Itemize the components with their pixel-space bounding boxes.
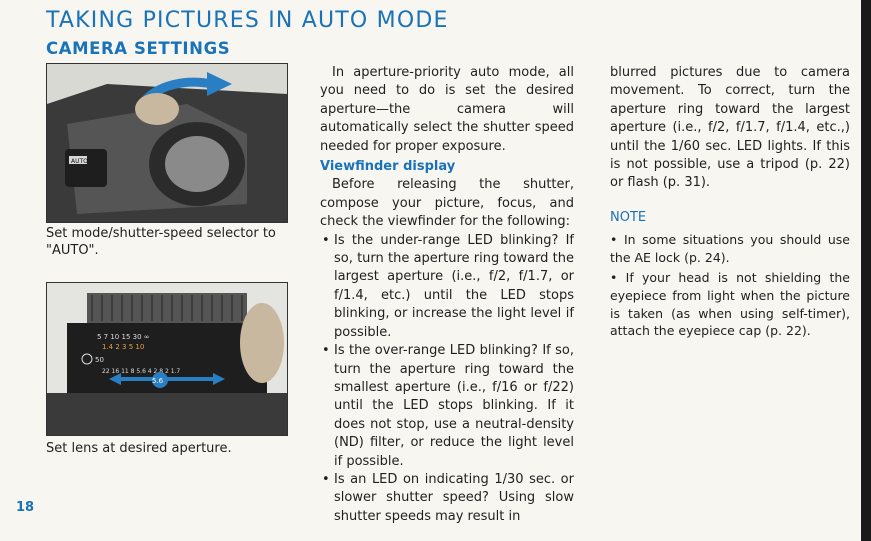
list-item: Is the under-range LED blinking? If so, …	[320, 232, 574, 342]
intro-paragraph: In aperture-priority auto mode, all you …	[320, 65, 574, 154]
lens-aperture-photo: 5 7 10 15 30 ∞ 1.4 2 3 5 10 50 22 16 11 …	[46, 282, 288, 436]
list-item: Is an LED on indicating 1/30 sec. or slo…	[320, 471, 574, 526]
note-item: • If your head is not shielding the eyep…	[610, 270, 850, 339]
viewfinder-checklist: Is the under-range LED blinking? If so, …	[320, 232, 574, 527]
selected-aperture: 5.6	[152, 377, 164, 385]
distance-scale: 5 7 10 15 30 ∞	[97, 333, 150, 341]
page-number: 18	[16, 500, 35, 515]
list-item: Is the over-range LED blinking? If so, t…	[320, 342, 574, 471]
section-subtitle: CAMERA SETTINGS	[46, 39, 231, 58]
camera-top-photo: AUTO	[46, 63, 288, 223]
viewfinder-heading: Viewfinder display	[320, 159, 456, 175]
distance-scale-ft: 1.4 2 3 5 10	[102, 343, 144, 351]
auto-tab-label: AUTO	[71, 158, 88, 165]
aperture-scale: 22 16 11 8 5.6 4 2.8 2 1.7	[102, 368, 180, 375]
note-block: NOTE • In some situations you should use…	[610, 209, 850, 340]
figure-caption-1: Set mode/shutter-speed selector to "AUTO…	[46, 226, 276, 258]
continued-text-column: blurred pictures due to camera movement.…	[610, 64, 850, 343]
continued-paragraph: blurred pictures due to camera movement.…	[610, 65, 850, 191]
viewfinder-lead: Before releasing the shutter, compose yo…	[320, 177, 574, 230]
note-item: • In some situations you should use the …	[610, 232, 850, 265]
note-heading: NOTE	[610, 209, 647, 225]
page-title: TAKING PICTURES IN AUTO MODE	[46, 8, 449, 33]
page-edge	[861, 0, 871, 541]
main-text-column: In aperture-priority auto mode, all you …	[320, 64, 574, 526]
dial-50-label: 50	[95, 356, 104, 364]
figure-caption-2: Set lens at desired aperture.	[46, 441, 232, 456]
